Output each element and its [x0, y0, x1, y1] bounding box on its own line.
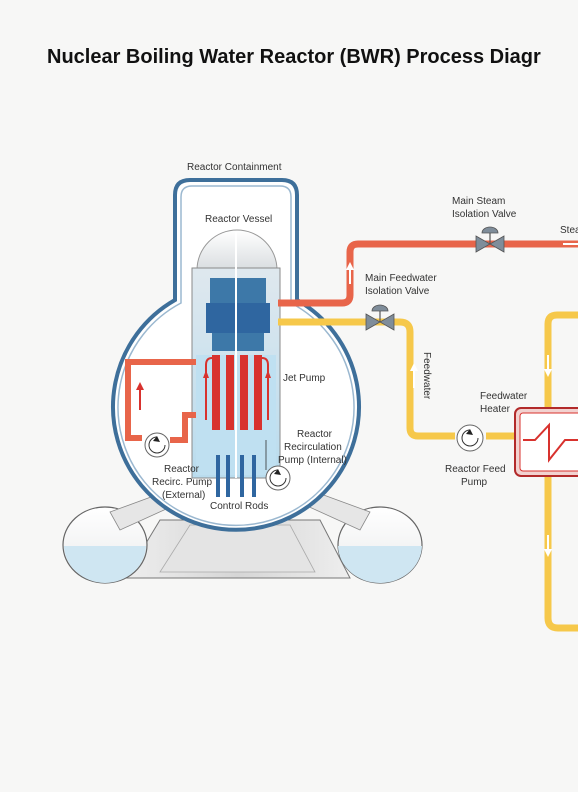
main-steam-isolation-valve: [475, 226, 505, 253]
label-reactor-feed-pump-2: Pump: [461, 477, 488, 488]
label-feedwater-heater-2: Heater: [480, 404, 511, 415]
labels: Reactor Containment Reactor Vessel Main …: [152, 162, 578, 512]
control-rod: [226, 455, 230, 497]
label-reactor-containment: Reactor Containment: [187, 162, 282, 173]
control-rod: [216, 455, 220, 497]
label-reactor-vessel: Reactor Vessel: [205, 214, 272, 225]
jet-pump-arrow: [203, 370, 209, 378]
page-title: Nuclear Boiling Water Reactor (BWR) Proc…: [47, 46, 541, 68]
control-rods: [216, 455, 256, 497]
fuel-assembly: [226, 355, 234, 430]
label-main-steam-2: Isolation Valve: [452, 209, 517, 220]
label-reactor-feed-pump-1: Reactor Feed: [445, 464, 506, 475]
external-recirc-loop: [125, 359, 196, 458]
jet-pump-arrow: [265, 370, 271, 378]
steam-separator-mid: [206, 303, 270, 333]
internal-recirc-pump: [265, 440, 291, 491]
control-rod: [240, 455, 244, 497]
heater-coil: [523, 422, 578, 463]
reactor-feed-pump: [456, 424, 484, 452]
recirc-flow-arrow-head: [136, 382, 144, 390]
main-feedwater-isolation-valve: [365, 304, 395, 331]
label-feedwater-vertical: Feedwater: [421, 352, 432, 400]
label-external-pump-2: Recirc. Pump: [152, 477, 212, 488]
recirc-pipe: [125, 359, 196, 441]
steam-separator-top: [210, 278, 266, 303]
main-steam-line: [278, 240, 578, 307]
label-external-pump-1: Reactor: [164, 464, 200, 475]
fuel-assembly: [212, 355, 220, 430]
right-pool-water: [338, 546, 422, 583]
suppression-pool: [62, 489, 423, 584]
jet-pump-right: [261, 357, 269, 420]
label-feedwater-heater-1: Feedwater: [480, 391, 528, 402]
steam-separator-low: [212, 333, 264, 351]
fuel-assembly: [240, 355, 248, 430]
label-control-rods: Control Rods: [210, 501, 268, 512]
label-jet-pump: Jet Pump: [283, 373, 326, 384]
steam-flow-arrow: [346, 262, 354, 270]
label-main-feedwater-1: Main Feedwater: [365, 273, 437, 284]
label-internal-pump-1: Reactor: [297, 429, 333, 440]
left-pool-water: [64, 546, 146, 583]
label-internal-pump-3: Pump (Internal): [278, 455, 347, 466]
fuel-assemblies: [212, 355, 262, 430]
recirc-pipe: [170, 412, 196, 443]
jet-pump-left: [205, 357, 213, 420]
feedwater-heater: [514, 407, 578, 477]
label-main-feedwater-2: Isolation Valve: [365, 286, 430, 297]
control-rod: [252, 455, 256, 497]
external-recirc-pump-icon: [148, 436, 166, 454]
label-steam: Stea: [560, 225, 578, 236]
label-main-steam-1: Main Steam: [452, 196, 505, 207]
fuel-assembly: [254, 355, 262, 430]
label-internal-pump-2: Recirculation: [284, 442, 342, 453]
label-external-pump-3: (External): [162, 490, 205, 501]
feedwater-pipe: [278, 318, 455, 440]
reactor-vessel: [191, 229, 281, 497]
